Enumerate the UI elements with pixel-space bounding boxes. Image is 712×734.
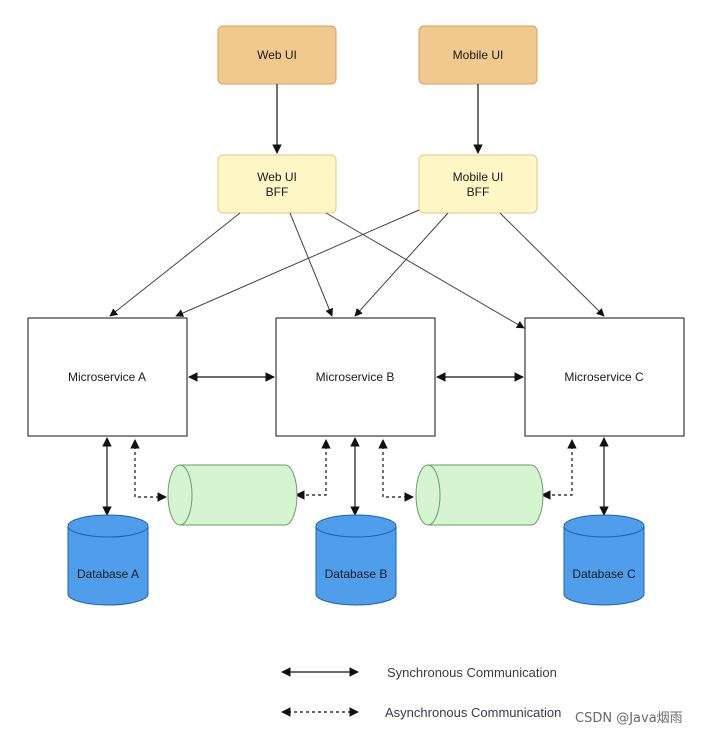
database-a-node: Database A bbox=[67, 514, 149, 606]
message-queue-2 bbox=[415, 464, 544, 526]
mobile-bff-to-service-b-arrow bbox=[354, 212, 449, 317]
microservice-b-label: Microservice B bbox=[316, 370, 395, 384]
web-bff-to-service-c-arrow bbox=[325, 212, 525, 329]
message-queue-1 bbox=[167, 464, 298, 526]
mobile-bff-to-service-a-arrow bbox=[175, 209, 420, 317]
web-bff-label-line1: Web UI bbox=[257, 170, 297, 184]
microservice-a-label: Microservice A bbox=[68, 370, 146, 384]
web-bff-label-line2: BFF bbox=[266, 185, 289, 199]
web-bff-to-service-a-arrow bbox=[109, 212, 241, 317]
database-c-label: Database C bbox=[572, 567, 636, 581]
mobile-bff-label-line1: Mobile UI bbox=[453, 170, 504, 184]
watermark: CSDN @Java烟雨 bbox=[575, 711, 683, 726]
mobile-ui-node: Mobile UI bbox=[418, 25, 538, 85]
database-c-node: Database C bbox=[563, 514, 645, 606]
microservice-c-node: Microservice C bbox=[524, 317, 685, 437]
legend-async-label: Asynchronous Communication bbox=[385, 705, 561, 720]
service-a-queue1-async-arrow bbox=[130, 439, 167, 502]
legend-sync-label: Synchronous Communication bbox=[387, 665, 557, 680]
microservice-a-node: Microservice A bbox=[27, 317, 188, 437]
mobile-ui-label: Mobile UI bbox=[453, 48, 504, 62]
mobile-bff-to-service-c-arrow bbox=[499, 212, 605, 317]
legend: Synchronous Communication Asynchronous C… bbox=[281, 665, 561, 720]
web-bff-node: Web UI BFF bbox=[217, 154, 337, 214]
database-a-label: Database A bbox=[77, 567, 139, 581]
web-ui-label: Web UI bbox=[257, 48, 297, 62]
service-b-queue2-async-arrow bbox=[378, 439, 414, 502]
web-bff-to-service-b-arrow bbox=[289, 212, 333, 317]
service-b-queue1-async-arrow bbox=[295, 439, 331, 500]
database-b-label: Database B bbox=[325, 567, 388, 581]
service-c-queue2-async-arrow bbox=[541, 439, 577, 500]
database-b-node: Database B bbox=[315, 514, 397, 606]
web-ui-node: Web UI bbox=[217, 25, 337, 85]
microservice-b-node: Microservice B bbox=[275, 317, 436, 437]
mobile-bff-label-line2: BFF bbox=[467, 185, 490, 199]
microservice-c-label: Microservice C bbox=[564, 370, 644, 384]
mobile-bff-node: Mobile UI BFF bbox=[418, 154, 538, 214]
